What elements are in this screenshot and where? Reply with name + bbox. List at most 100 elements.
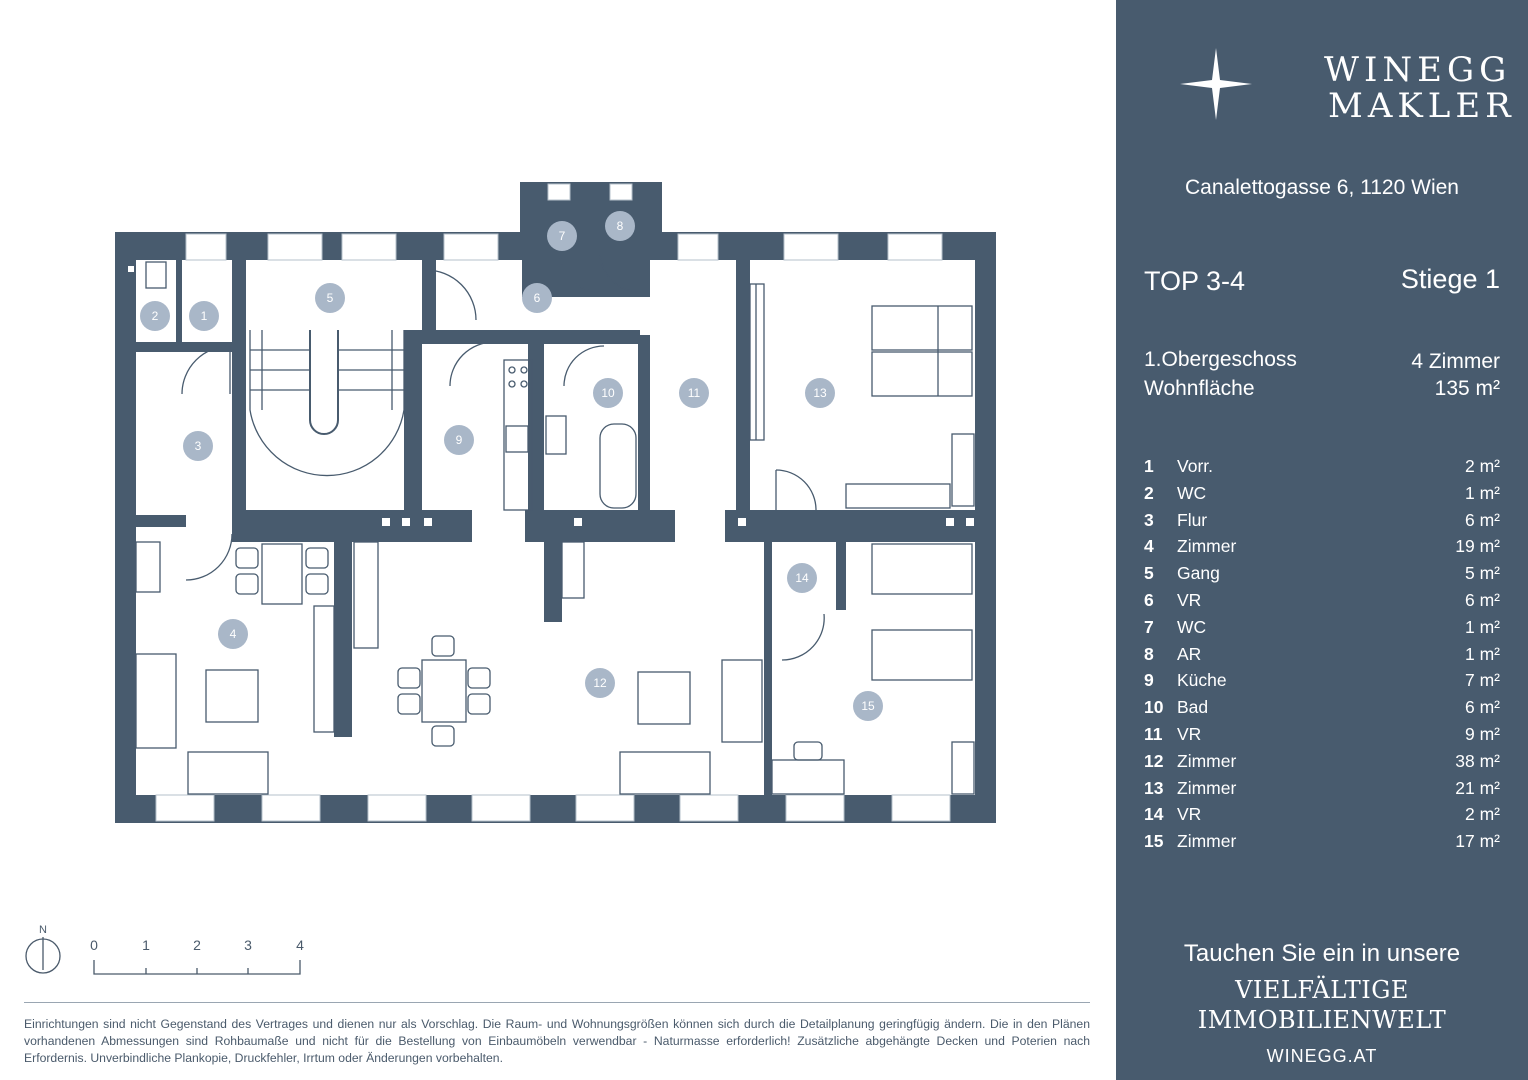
room-name: AR: [1177, 643, 1202, 664]
room-marker: 13: [805, 378, 835, 408]
unit-title: TOP 3-4: [1144, 266, 1246, 296]
room-area: 6 m²: [1465, 697, 1500, 718]
room-num: 15: [1144, 831, 1164, 852]
room-marker-label: 11: [688, 386, 701, 400]
room-marker-label: 5: [327, 291, 334, 305]
room-name: Zimmer: [1177, 750, 1237, 771]
room-marker: 2: [140, 301, 170, 331]
room-num: 9: [1144, 670, 1154, 691]
brand-logo: WINEGG MAKLER: [1176, 44, 1511, 126]
room-area: 17 m²: [1455, 831, 1500, 852]
room-marker: 11: [679, 378, 709, 408]
scale-label-1: 1: [142, 937, 150, 953]
area-value: 135 m²: [1434, 377, 1500, 400]
room-marker: 5: [315, 283, 345, 313]
room-marker: 7: [547, 221, 577, 251]
room-area: 38 m²: [1455, 750, 1500, 771]
disclaimer: Einrichtungen sind nicht Gegenstand des …: [24, 1017, 1090, 1065]
room-num: 6: [1144, 589, 1154, 610]
room-name: VR: [1177, 804, 1202, 825]
room-area: 6 m²: [1465, 589, 1500, 610]
room-marker-label: 12: [593, 676, 607, 690]
info-sidebar: WINEGG MAKLER Canalettogasse 6, 1120 Wie…: [1116, 0, 1528, 1080]
room-marker-label: 10: [601, 386, 615, 400]
room-area: 7 m²: [1465, 670, 1500, 691]
room-list-item: 13 Zimmer 21 m²: [1144, 778, 1500, 805]
slogan-line-2: IMMOBILIENWELT: [1197, 1006, 1447, 1034]
room-marker: 3: [183, 431, 213, 461]
room-num: 14: [1144, 804, 1164, 825]
room-num: 5: [1144, 563, 1154, 584]
room-area: 19 m²: [1455, 536, 1500, 557]
room-marker-label: 6: [534, 291, 541, 305]
room-marker: 6: [522, 283, 552, 313]
room-name: Zimmer: [1177, 777, 1237, 798]
room-name: Gang: [1177, 563, 1220, 584]
website: WINEGG.AT: [1266, 1046, 1378, 1066]
room-area: 2 m²: [1465, 804, 1500, 825]
room-marker: 15: [853, 691, 883, 721]
room-list-item: 4 Zimmer 19 m²: [1144, 536, 1500, 563]
room-marker-label: 8: [617, 219, 624, 233]
room-marker-label: 15: [861, 699, 875, 713]
room-name: Küche: [1177, 670, 1227, 691]
wall-details: [128, 266, 974, 526]
room-num: 1: [1144, 456, 1154, 476]
room-marker: 12: [585, 668, 615, 698]
room-marker: 1: [189, 301, 219, 331]
room-area: 5 m²: [1465, 563, 1500, 584]
room-marker-label: 2: [152, 309, 159, 323]
room-num: 8: [1144, 643, 1154, 664]
address: Canalettogasse 6, 1120 Wien: [1185, 176, 1459, 199]
unit-floor: 1.Obergeschoss: [1144, 348, 1297, 371]
room-num: 7: [1144, 616, 1154, 637]
room-area: 2 m²: [1465, 456, 1500, 476]
room-num: 4: [1144, 536, 1154, 557]
room-marker: 10: [593, 378, 623, 408]
unit-stair: Stiege 1: [1400, 264, 1500, 294]
brand-line-1: WINEGG: [1324, 50, 1512, 90]
room-marker: 8: [605, 211, 635, 241]
room-list-item: 6 VR 6 m²: [1144, 590, 1500, 617]
room-marker: 9: [444, 425, 474, 455]
room-marker-label: 9: [456, 433, 463, 447]
scale-label-4: 4: [296, 937, 304, 953]
room-area: 21 m²: [1455, 777, 1500, 798]
room-num: 11: [1144, 723, 1163, 744]
room-name: VR: [1177, 589, 1202, 610]
room-marker: 14: [787, 563, 817, 593]
room-list-item: 5 Gang 5 m²: [1144, 563, 1500, 590]
room-num: 3: [1144, 509, 1154, 530]
divider: [24, 1002, 1090, 1003]
compass-label: N: [39, 924, 47, 936]
area-label: Wohnfläche: [1144, 377, 1255, 400]
room-marker-label: 3: [195, 439, 202, 453]
room-marker-label: 14: [795, 571, 809, 585]
scale-label-0: 0: [90, 937, 98, 953]
slogan-line-1: VIELFÄLTIGE: [1235, 976, 1409, 1004]
room-name: Bad: [1177, 697, 1209, 718]
room-area: 6 m²: [1465, 509, 1500, 530]
room-area: 9 m²: [1465, 723, 1500, 744]
room-name: Zimmer: [1177, 536, 1237, 557]
brand-line-2: MAKLER: [1328, 86, 1516, 126]
scale-label-3: 3: [244, 937, 252, 953]
room-marker-label: 1: [201, 309, 208, 323]
room-num: 13: [1144, 777, 1164, 798]
room-area: 1 m²: [1465, 482, 1500, 503]
room-marker: 4: [218, 619, 248, 649]
compass: N: [25, 924, 61, 974]
fixtures: [135, 251, 975, 795]
